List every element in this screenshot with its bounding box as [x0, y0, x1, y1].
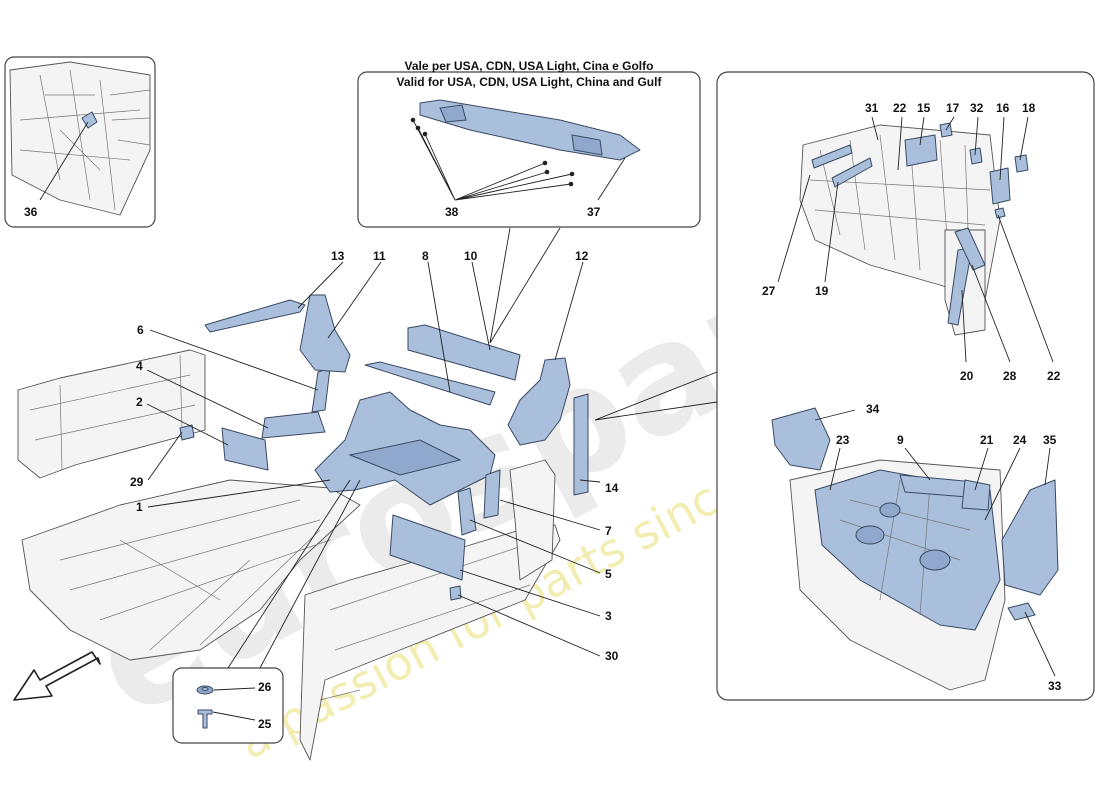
label-22-upper: 22: [893, 101, 907, 115]
label-33: 33: [1048, 679, 1062, 693]
part-16: [989, 167, 1011, 205]
rear-upper-assembly: [799, 122, 1029, 336]
label-16: 16: [996, 101, 1010, 115]
arrow-down-left-icon: [13, 651, 101, 701]
part-8: [364, 361, 496, 406]
left-sill: [17, 349, 206, 479]
main-chassis: [17, 349, 561, 761]
label-36: 36: [24, 205, 38, 219]
main-parts: [179, 294, 589, 601]
main-labels: 13 11 8 10 12 6 4 2 29 1 14 7 5 3 30: [130, 249, 619, 663]
part-14: [573, 393, 589, 496]
note-caption-en: Valid for USA, CDN, USA Light, China and…: [397, 75, 663, 89]
part-22-bracket: [994, 207, 1006, 219]
label-5: 5: [605, 567, 612, 581]
part-33: [1007, 602, 1036, 621]
label-7: 7: [605, 524, 612, 538]
inset-top-left: 36: [4, 56, 156, 228]
part-11: [299, 294, 351, 373]
label-19: 19: [815, 284, 829, 298]
label-23: 23: [836, 433, 850, 447]
note-box-usa: Vale per USA, CDN, USA Light, Cina e Gol…: [357, 59, 701, 228]
label-35: 35: [1043, 433, 1057, 447]
label-28: 28: [1003, 369, 1017, 383]
label-13: 13: [331, 249, 345, 263]
label-15: 15: [917, 101, 931, 115]
label-14: 14: [605, 481, 619, 495]
label-38: 38: [445, 205, 459, 219]
label-2: 2: [136, 395, 143, 409]
part-15: [904, 134, 938, 167]
label-21: 21: [980, 433, 994, 447]
part-35: [1001, 479, 1059, 596]
label-9: 9: [897, 433, 904, 447]
front-tunnel: [21, 479, 361, 661]
part-30: [449, 585, 462, 601]
label-34: 34: [866, 402, 880, 416]
label-31: 31: [865, 101, 879, 115]
label-27: 27: [762, 284, 776, 298]
label-37: 37: [587, 205, 601, 219]
part-3: [389, 514, 466, 581]
part-34: [771, 407, 831, 471]
part-7: [483, 469, 501, 519]
part-12: [507, 357, 571, 446]
label-26: 26: [258, 680, 272, 694]
label-18: 18: [1022, 101, 1036, 115]
inset-right: 31 22 15 17 32 16 18 27 19 20 28 22 34 2…: [716, 71, 1095, 701]
label-12: 12: [575, 249, 589, 263]
label-29: 29: [130, 475, 144, 489]
label-32: 32: [970, 101, 984, 115]
main-leaders: [146, 261, 601, 657]
rear-lower-assembly: [771, 407, 1059, 691]
inset-fasteners: 26 25: [172, 479, 361, 744]
part-28: [954, 227, 986, 271]
label-1: 1: [136, 500, 143, 514]
note-caption-it: Vale per USA, CDN, USA Light, Cina e Gol…: [405, 59, 654, 73]
label-22-right: 22: [1047, 369, 1061, 383]
label-20: 20: [960, 369, 974, 383]
part-27: [811, 144, 853, 169]
label-8: 8: [422, 249, 429, 263]
part-18: [1014, 154, 1029, 173]
part-2: [221, 427, 269, 471]
part-21: [961, 479, 991, 511]
part-25-bolt: [197, 709, 213, 729]
label-6: 6: [137, 323, 144, 337]
label-10: 10: [464, 249, 478, 263]
label-3: 3: [605, 609, 612, 623]
part-29: [179, 424, 195, 441]
label-11: 11: [373, 249, 386, 263]
label-24: 24: [1013, 433, 1027, 447]
label-25: 25: [258, 717, 272, 731]
label-17: 17: [946, 101, 960, 115]
part-4: [261, 411, 326, 439]
part-5: [457, 487, 477, 536]
label-30: 30: [605, 649, 619, 663]
part-10: [407, 324, 521, 381]
right-sill: [299, 524, 561, 761]
label-4: 4: [136, 359, 143, 373]
part-19: [831, 157, 873, 188]
part-13: [204, 299, 306, 333]
part-6: [311, 367, 331, 413]
part-32: [969, 147, 983, 165]
